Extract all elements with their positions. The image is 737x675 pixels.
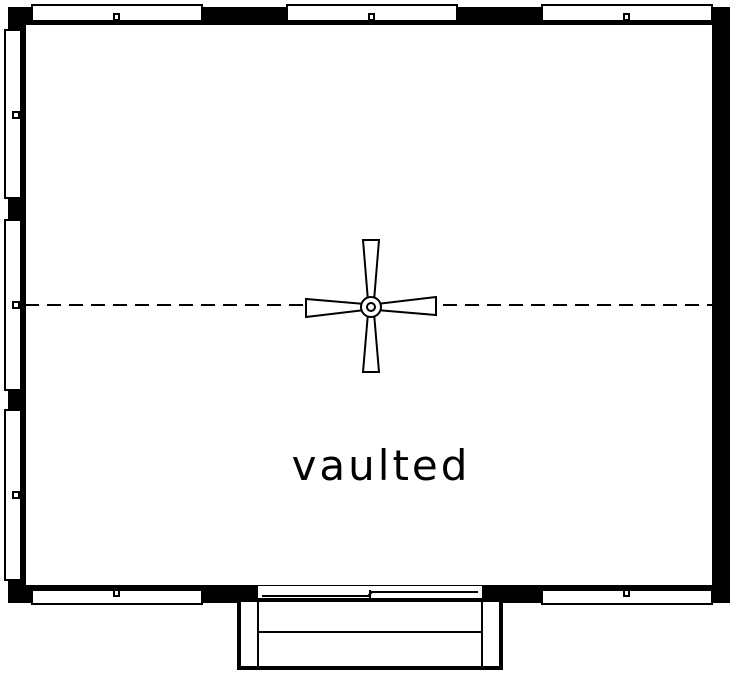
wall-right (713, 7, 730, 603)
entry-step (237, 598, 503, 670)
window-bottom-2 (541, 589, 713, 605)
window-top-3 (541, 4, 713, 22)
ceiling-fan-icon (305, 239, 437, 373)
bottom-windows (31, 589, 713, 605)
room-label: vaulted (292, 441, 471, 490)
window-left-1 (4, 29, 22, 199)
window-top-1 (31, 4, 203, 22)
window-left-2 (4, 219, 22, 391)
window-left-3 (4, 409, 22, 581)
window-bottom-1 (31, 589, 203, 605)
top-windows (31, 4, 713, 22)
left-windows (4, 29, 22, 581)
window-top-2 (286, 4, 458, 22)
